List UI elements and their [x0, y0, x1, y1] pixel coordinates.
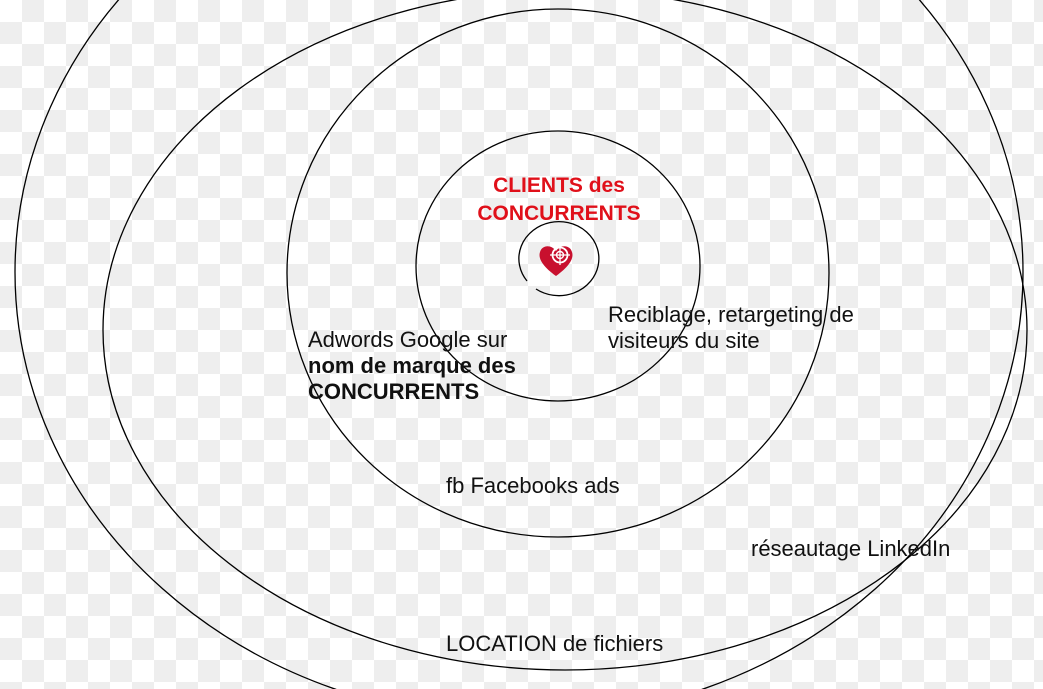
label-adwords: Adwords Google sur nom de marque des CON… [308, 327, 516, 405]
center-title-line1: CLIENTS des [493, 174, 625, 197]
center-title: CLIENTS des CONCURRENTS [434, 172, 684, 228]
label-location: LOCATION de fichiers [446, 631, 664, 656]
label-adwords-line3: CONCURRENTS [308, 379, 480, 404]
heart-target-icon [536, 240, 576, 280]
center-title-line2: CONCURRENTS [477, 202, 641, 225]
ring-second [415, 130, 701, 402]
label-adwords-line2: nom de marque des [308, 353, 516, 378]
ring-outer [14, 0, 1024, 689]
ring-inner [518, 221, 600, 297]
ring-third [286, 8, 830, 538]
label-retargeting: Reciblage, retargeting de visiteurs du s… [608, 302, 854, 354]
ring-fourth [102, 0, 1028, 671]
label-adwords-line1: Adwords Google sur [308, 327, 508, 352]
label-facebook: fb Facebooks ads [446, 473, 620, 498]
label-retargeting-line1: Reciblage, retargeting de [608, 302, 854, 327]
label-linkedin: réseautage LinkedIn [751, 536, 951, 561]
label-retargeting-line2: visiteurs du site [608, 328, 760, 353]
